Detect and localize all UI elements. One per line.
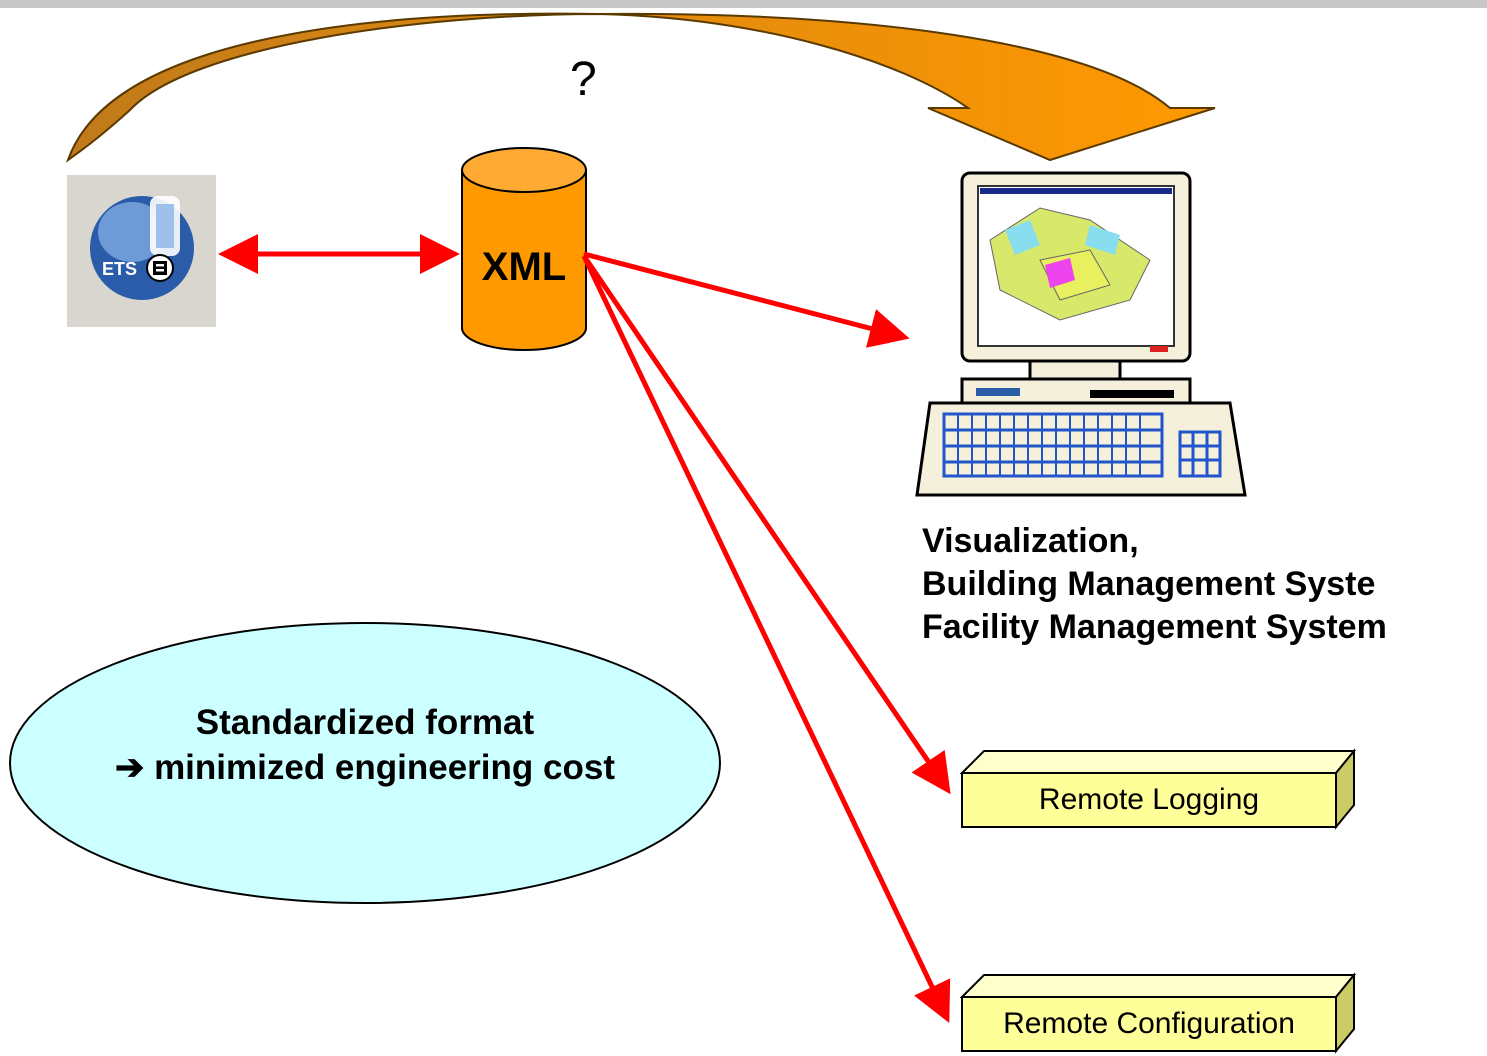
callout-line-2: ➔ minimized engineering cost [115, 748, 615, 787]
remote-configuration-label: Remote Configuration [1003, 1007, 1295, 1040]
callout-text: Standardized format ➔ minimized engineer… [10, 700, 720, 790]
arrow-to-visualization [583, 251, 910, 348]
xml-label: XML [481, 245, 567, 289]
question-mark-label: ? [570, 53, 597, 106]
remote-logging-label: Remote Logging [1038, 783, 1260, 816]
visualization-label: Visualization, Building Management Syste… [922, 520, 1387, 649]
visualization-line-1: Visualization, [922, 522, 1139, 560]
curved-arrow [66, 12, 1216, 163]
svg-text:ETS: ETS [102, 259, 137, 279]
visualization-line-3: Facility Management System [922, 608, 1387, 646]
arrow-to-remote-configuration [581, 254, 951, 1024]
top-border-bar [0, 0, 1487, 8]
arrow-to-remote-logging [581, 254, 951, 795]
callout-line-1: Standardized format [195, 703, 535, 742]
ets-icon: ETS [67, 175, 216, 327]
xml-database-cylinder [461, 147, 587, 351]
remote-logging-box [959, 748, 1357, 830]
computer-icon [915, 171, 1247, 497]
visualization-line-2: Building Management Syste [922, 565, 1376, 603]
remote-configuration-box [959, 972, 1357, 1054]
callout-ellipse [9, 622, 721, 904]
